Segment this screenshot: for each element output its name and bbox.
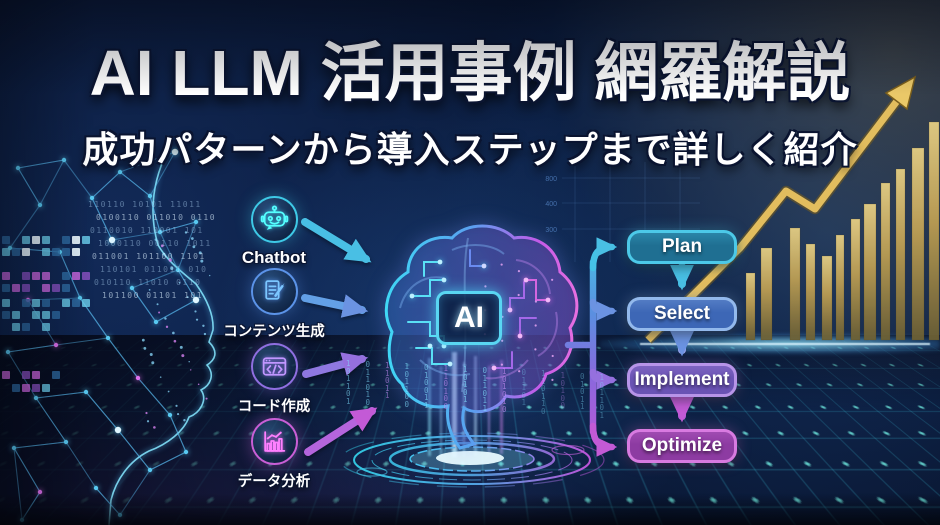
use-case-arrows <box>301 218 378 456</box>
use-case-label: コード作成 <box>237 399 311 415</box>
use-case-label: コンテンツ生成 <box>223 324 325 340</box>
subtitle: 成功パターンから導入ステップまで詳しく紹介 <box>82 129 858 170</box>
hologram-platform <box>339 432 605 488</box>
use-case-item-code: コード作成 <box>214 343 334 416</box>
use-case-item-content: コンテンツ生成 <box>214 268 334 341</box>
use-case-label: データ分析 <box>237 474 311 490</box>
step-plan: Plan <box>627 230 737 264</box>
use-case-item-data: データ分析 <box>214 418 334 491</box>
axis-tick-label: 300 <box>545 227 557 234</box>
step-implement: Implement <box>627 363 737 397</box>
growth-arrow-icon <box>644 75 917 344</box>
step-select: Select <box>627 297 737 331</box>
wireframe-head <box>5 148 216 525</box>
step-label: Optimize <box>641 435 723 456</box>
ai-chip-label: AI <box>454 301 484 334</box>
growth-bar-chart <box>745 121 940 341</box>
step-optimize: Optimize <box>627 429 737 463</box>
step-label: Select <box>654 303 710 324</box>
use-case-item-chatbot: Chatbot <box>214 196 334 268</box>
ai-chip: AI <box>436 291 502 345</box>
flow-connector-brace <box>564 237 618 457</box>
document-pencil-icon <box>250 268 298 315</box>
axis-tick-label: 800 <box>545 176 557 183</box>
analytics-chart-icon <box>250 418 298 465</box>
axis-tick-label: 400 <box>545 201 557 208</box>
robot-chatbot-icon <box>250 196 298 243</box>
code-window-icon <box>250 343 298 390</box>
use-case-label: Chatbot <box>241 248 307 267</box>
step-label: Plan <box>661 236 703 257</box>
step-label: Implement <box>634 369 730 390</box>
main-title: AI LLM 活用事例 網羅解説 <box>89 37 851 109</box>
